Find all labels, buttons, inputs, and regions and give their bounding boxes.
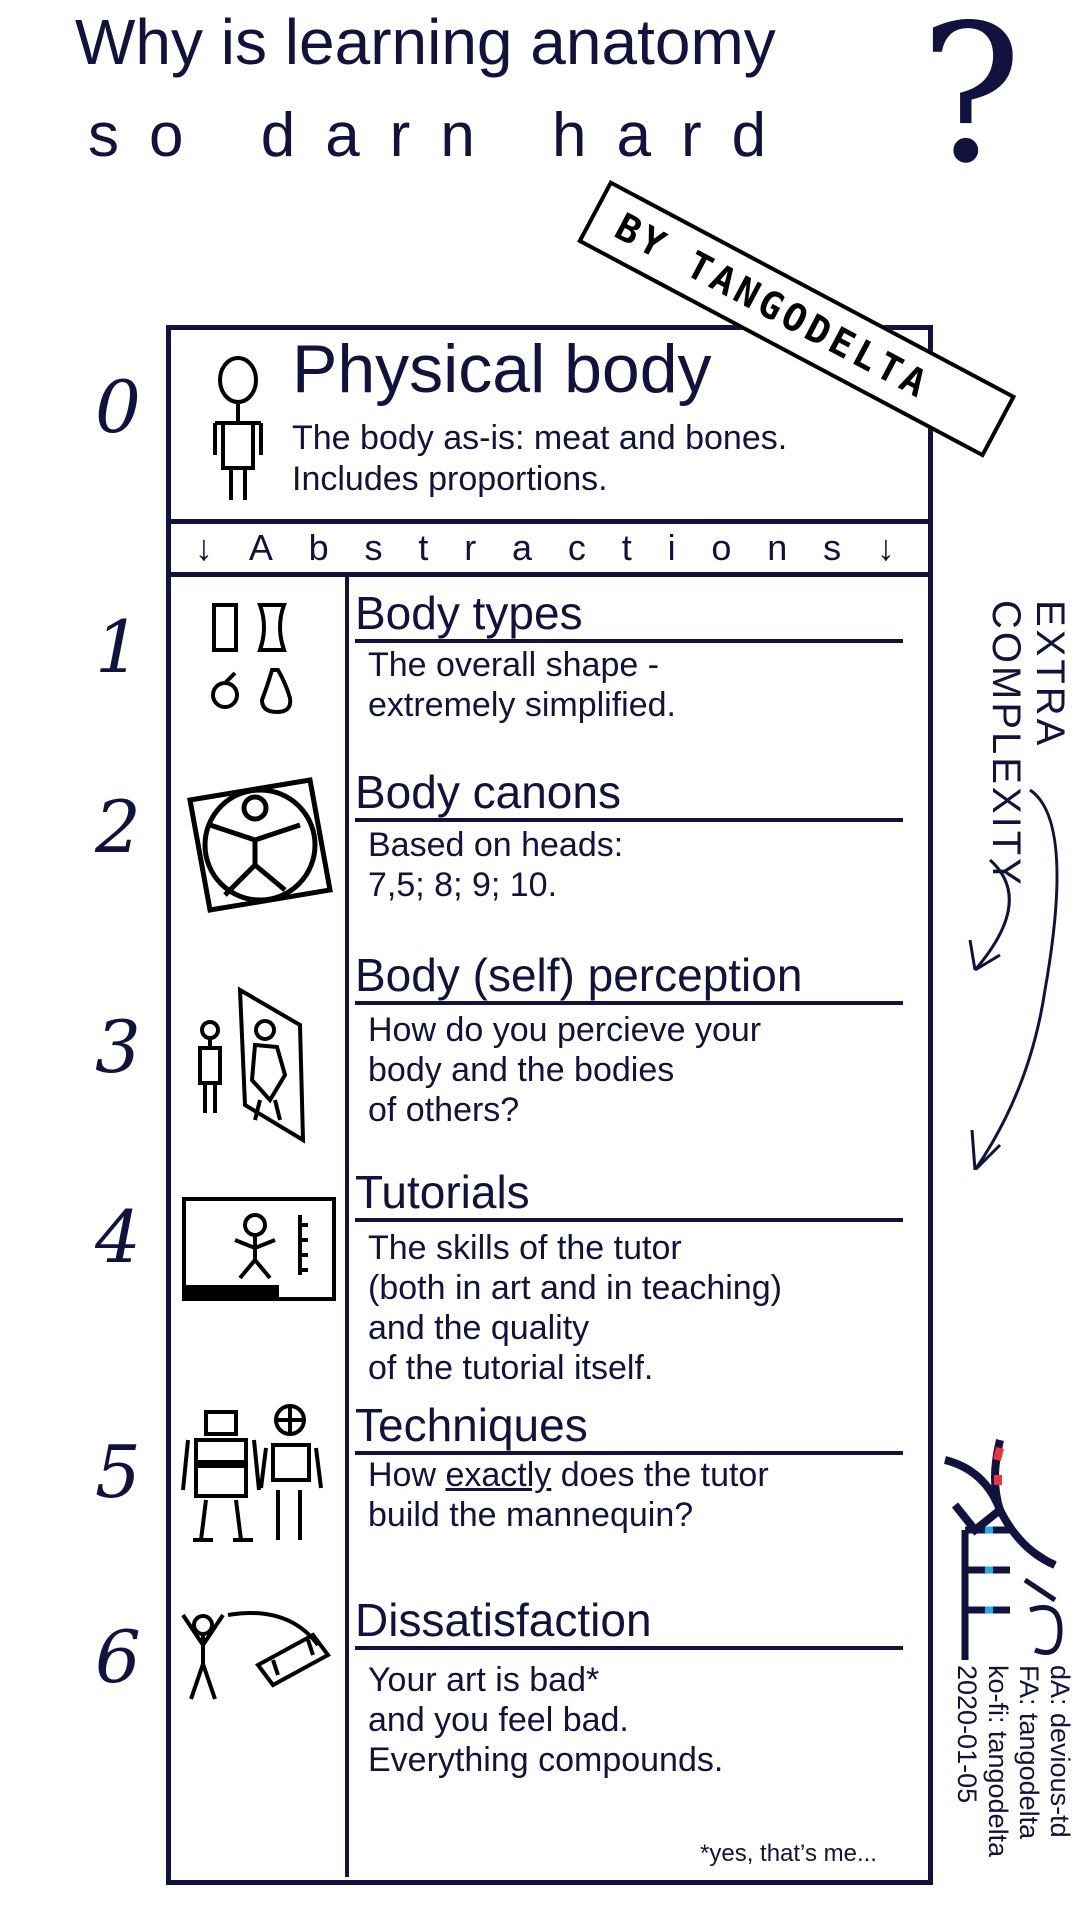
letter: t [418, 527, 429, 568]
level-description: How exactly does the tutor build the man… [368, 1455, 769, 1535]
level-title: Body (self) perception [355, 950, 903, 1005]
level-number: 0 [95, 365, 141, 449]
tangodelta-logo [943, 1439, 1063, 1660]
letter: a [512, 527, 533, 568]
level-title: Techniques [355, 1400, 903, 1455]
vertical-divider [345, 577, 349, 1877]
level-description: Your art is bad* and you feel bad. Every… [368, 1661, 724, 1780]
level-description: Based on heads: 7,5; 8; 9; 10. [368, 826, 624, 905]
stick-figure-icon [213, 356, 263, 500]
letter: n [767, 527, 788, 568]
credit-line: ko-fi: tangodelta [982, 1665, 1013, 1858]
emphasis-text: exactly [445, 1456, 552, 1494]
level-title: Dissatisfaction [355, 1595, 903, 1650]
text: How [368, 1456, 446, 1494]
level-description: The body as-is: meat and bones. Includes… [292, 419, 788, 498]
letter: A [248, 527, 273, 568]
letter: t [621, 527, 632, 568]
footnote: *yes, that’s me... [700, 1840, 877, 1867]
down-arrow-icon: ↓ [876, 527, 895, 568]
level-description: How do you percieve your body and the bo… [368, 1011, 762, 1130]
body-canon-icon [187, 777, 333, 913]
level-title: Tutorials [355, 1167, 903, 1222]
title-line-1: Why is learning anatomy [75, 6, 776, 78]
level-title: Body types [355, 588, 903, 643]
credit-line: FA: tangodelta [1013, 1665, 1044, 1840]
question-mark: ? [920, 0, 1022, 205]
date: 2020-01-05 [951, 1665, 982, 1804]
level-description: The overall shape - extremely simplified… [368, 646, 676, 725]
level-title: Physical body [292, 331, 712, 407]
letter: r [464, 527, 477, 568]
level-title: Body canons [355, 767, 903, 822]
body-types-icon [211, 603, 293, 715]
title-line-2: so darn hard [88, 101, 797, 170]
credit-line: dA: devious-td [1045, 1665, 1075, 1838]
curved-arrow-icon [968, 788, 1059, 1170]
mirror-perception-icon [198, 986, 306, 1144]
level-number: 2 [95, 785, 141, 869]
level-number: 4 [95, 1195, 141, 1279]
letter: s [364, 527, 383, 568]
mannequin-techniques-icon [181, 1404, 323, 1542]
letter: s [823, 527, 842, 568]
text: does the tutor build the mannequin? [368, 1456, 769, 1535]
letter: o [711, 527, 732, 568]
divider [166, 519, 933, 524]
letter: c [567, 527, 586, 568]
dissatisfaction-icon [181, 1611, 331, 1700]
level-number: 6 [95, 1615, 141, 1699]
levels-box [166, 325, 933, 1885]
level-number: 3 [95, 1005, 141, 1089]
credits: dA: devious-td FA: tangodelta ko-fi: tan… [951, 1665, 1075, 1857]
down-arrow-icon: ↓ [195, 527, 213, 568]
level-description: The skills of the tutor (both in art and… [368, 1229, 782, 1388]
tutorial-video-icon [182, 1197, 336, 1301]
level-number: 5 [95, 1430, 141, 1514]
letter: i [667, 527, 676, 568]
divider [166, 572, 933, 577]
level-number: 1 [95, 605, 141, 689]
letter: b [308, 527, 329, 568]
